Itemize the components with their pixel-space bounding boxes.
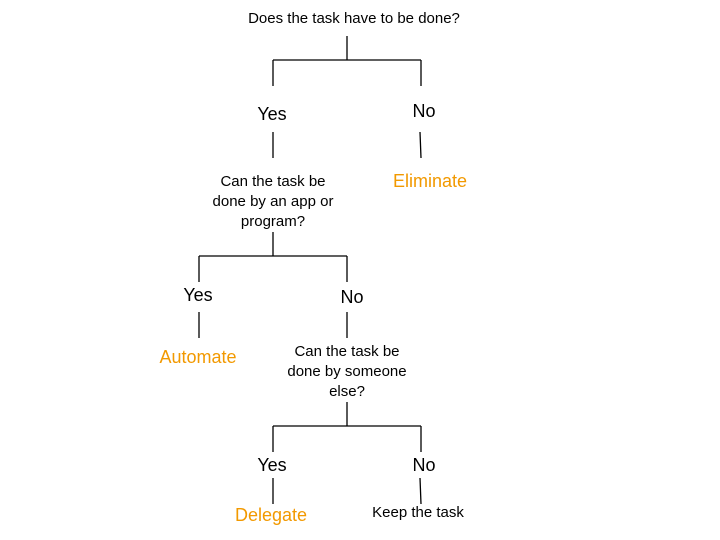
answer-q1-yes: Yes [257, 104, 287, 124]
answer-q2-yes: Yes [183, 285, 213, 305]
outcome-keep-task: Keep the task [372, 504, 464, 521]
connector-no-to-eliminate [419, 131, 422, 159]
outcome-delegate: Delegate [234, 505, 308, 525]
question-someone-else-line3: else? [329, 383, 365, 400]
question-app-or-program: Can the task be done by an app or progra… [213, 172, 334, 232]
answer-q1-no: No [412, 101, 436, 121]
outcome-automate: Automate [159, 347, 237, 367]
question-app-or-program-line3: program? [240, 213, 306, 230]
answer-q3-yes: Yes [257, 455, 287, 475]
question-someone-else: Can the task be done by someone else? [287, 342, 406, 402]
question-someone-else-line1: Can the task be [294, 343, 400, 360]
question-app-or-program-line1: Can the task be [220, 173, 326, 190]
connector-no-to-keep [419, 477, 422, 505]
question-someone-else-line2: done by someone [287, 363, 407, 380]
question-must-be-done: Does the task have to be done? [248, 10, 460, 27]
question-app-or-program-line2: done by an app or [212, 193, 334, 210]
outcome-eliminate: Eliminate [392, 171, 468, 191]
answer-q3-no: No [412, 455, 436, 475]
answer-q2-no: No [340, 287, 364, 307]
